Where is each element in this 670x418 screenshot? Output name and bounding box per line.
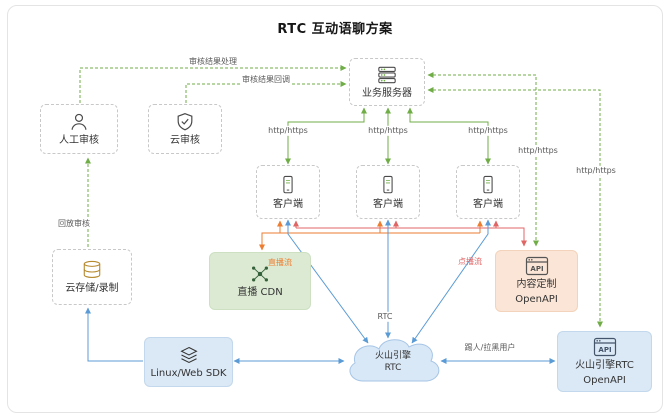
edge-label-http-client-b: http/https	[366, 125, 410, 137]
node-client-a: 客户端	[256, 165, 320, 219]
edge-label-review-process: 审核结果处理	[187, 56, 239, 68]
node-label-line2: OpenAPI	[515, 294, 558, 305]
edge-label-playback-review: 回放审核	[56, 218, 92, 230]
person-icon	[71, 113, 87, 130]
node-label-line1: 火山引擎RTC	[575, 359, 634, 371]
edge-live-stream-trunk	[259, 232, 480, 251]
api-window-icon: API	[593, 337, 616, 356]
node-label-line1: 火山引擎	[374, 350, 411, 361]
node-label: 业务服务器	[362, 87, 412, 99]
node-label: 云存储/录制	[65, 282, 119, 294]
node-label-line2: RTC	[384, 362, 402, 373]
node-live-cdn: 直播 CDN	[209, 252, 311, 310]
edge-label-live-stream: 直播流	[268, 257, 292, 267]
api-icon-text: API	[598, 345, 611, 353]
edge-label-http-content-api: http/https	[516, 145, 560, 157]
phone-icon	[483, 175, 493, 193]
server-icon	[378, 66, 396, 83]
node-label: Linux/Web SDK	[150, 367, 227, 379]
api-window-icon: API	[525, 256, 548, 276]
database-icon	[83, 260, 101, 278]
edge-vod-stream-trunk	[296, 227, 527, 247]
edge-label-kick-user: 踢人/拉黑用户	[462, 342, 518, 354]
network-icon	[252, 265, 268, 282]
api-icon-text: API	[530, 265, 543, 273]
edge-rtc-storage	[85, 307, 143, 362]
node-label: 直播 CDN	[237, 286, 283, 298]
diagram-border	[7, 5, 663, 413]
edge-server-content-openapi	[427, 72, 539, 247]
phone-icon	[283, 175, 293, 193]
node-rtc-openapi: API 火山引擎RTC OpenAPI	[557, 331, 652, 392]
node-client-b: 客户端	[356, 165, 420, 219]
edge-rtc-client-a	[285, 219, 369, 344]
phone-icon	[383, 175, 393, 193]
node-manual-review: 人工审核	[40, 104, 118, 154]
edge-review-result-callback	[185, 81, 347, 103]
node-label: 客户端	[273, 198, 303, 210]
node-label: 人工审核	[59, 134, 99, 146]
node-client-c: 客户端	[456, 165, 520, 219]
sdk-layers-icon	[179, 346, 198, 363]
node-business-server: 业务服务器	[349, 58, 425, 106]
node-label-line2: OpenAPI	[583, 374, 626, 386]
shield-check-icon	[177, 112, 193, 130]
edge-label-rtc: RTC	[375, 311, 395, 323]
rtc-cloud-shape	[349, 339, 440, 382]
edge-label-review-callback: 审核结果回调	[240, 74, 292, 86]
edge-server-client-c	[407, 107, 491, 165]
node-cloud-review: 云审核	[148, 104, 222, 154]
node-cloud-storage: 云存储/录制	[52, 249, 132, 305]
node-rtc-cloud: 火山引擎 RTC	[347, 344, 439, 380]
edge-label-http-client-a: http/https	[266, 125, 310, 137]
edge-server-client-a	[285, 107, 367, 165]
node-label-line1: 内容定制	[516, 279, 557, 290]
node-label: 客户端	[473, 198, 503, 210]
edge-server-rtc-openapi	[427, 87, 603, 328]
node-label: 客户端	[373, 198, 403, 210]
edge-rtc-client-c	[411, 219, 491, 344]
edge-label-http-client-c: http/https	[466, 125, 510, 137]
edge-review-result-process	[79, 65, 347, 103]
node-linux-web-sdk: Linux/Web SDK	[144, 337, 233, 387]
edge-label-vod-stream: 点播流	[458, 256, 482, 266]
node-content-openapi: API 内容定制 OpenAPI	[495, 250, 578, 312]
edge-label-http-rtc-api: http/https	[574, 165, 618, 177]
diagram-title: RTC 互动语聊方案	[277, 22, 393, 37]
node-label: 云审核	[170, 134, 200, 146]
